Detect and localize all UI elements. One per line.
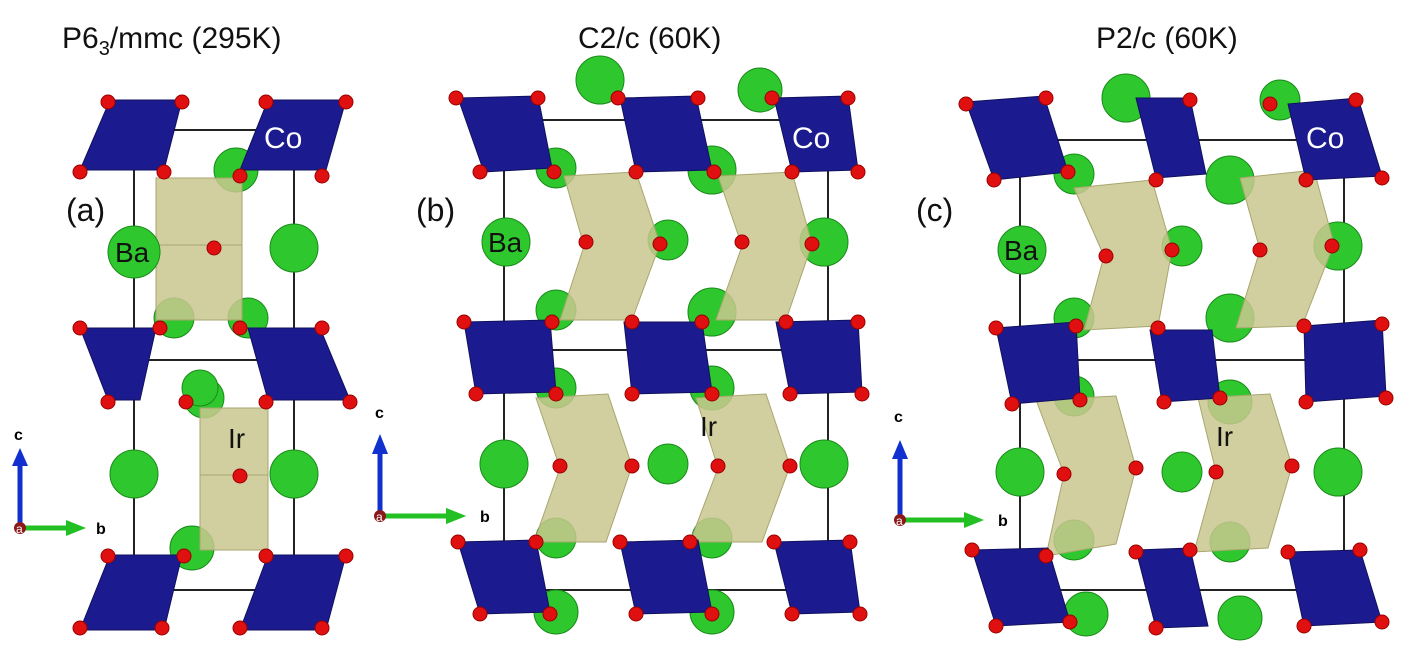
- ir-octahedra-b: [533, 171, 813, 543]
- co-octahedra-b: [457, 95, 863, 615]
- panel-a-title: P63/mmc (295K): [62, 22, 282, 60]
- ir-label-c: Ir: [1216, 421, 1233, 452]
- ba-front-c: [997, 225, 1047, 275]
- panel-c: P2/c (60K) (c): [916, 0, 1401, 657]
- oxygen-atoms-b: [448, 90, 870, 622]
- ir-octahedra-c: [1035, 169, 1335, 557]
- axis-indicator-a: c b a: [12, 427, 106, 538]
- panel-b-letter: (b): [416, 192, 456, 228]
- ir-label-a: Ir: [228, 423, 245, 454]
- axis-a-label-a: a: [16, 522, 23, 536]
- panel-b: C2/c (60K) (b): [400, 0, 900, 657]
- structure-b: Co Ba Ir b: [400, 55, 870, 635]
- panel-a-letter: (a): [66, 192, 106, 228]
- panel-c-title: P2/c (60K): [1096, 22, 1238, 55]
- co-octahedra-c: [965, 95, 1387, 629]
- ba-label-a: Ba: [115, 237, 150, 268]
- axis-c-label-a: c: [14, 427, 23, 444]
- ba-label-c: Ba: [1004, 235, 1039, 266]
- panel-c-letter: (c): [916, 192, 954, 228]
- structure-c: Co Ba Ir: [958, 73, 1394, 641]
- axis-b-label-a: b: [96, 521, 106, 538]
- co-octahedra-a: [79, 99, 351, 631]
- co-label-b: Co: [792, 122, 830, 155]
- ir-label-b: Ir: [700, 411, 717, 442]
- axis-b-label-b: b: [480, 509, 490, 526]
- oxygen-atoms-c: [958, 90, 1394, 636]
- panel-b-title: C2/c (60K): [578, 22, 722, 55]
- oxygen-atoms-a: [72, 94, 358, 636]
- co-label-a: Co: [264, 122, 302, 155]
- ba-front-b: [481, 217, 531, 267]
- ir-octahedra-a: [155, 177, 269, 551]
- structure-a: Co Ba Ir c b a: [12, 94, 358, 636]
- panel-a: P63/mmc (295K) (a): [0, 0, 400, 657]
- co-label-c: Co: [1306, 122, 1344, 155]
- ba-label-b: Ba: [488, 227, 523, 258]
- axis-indicator-b: b: [400, 508, 490, 526]
